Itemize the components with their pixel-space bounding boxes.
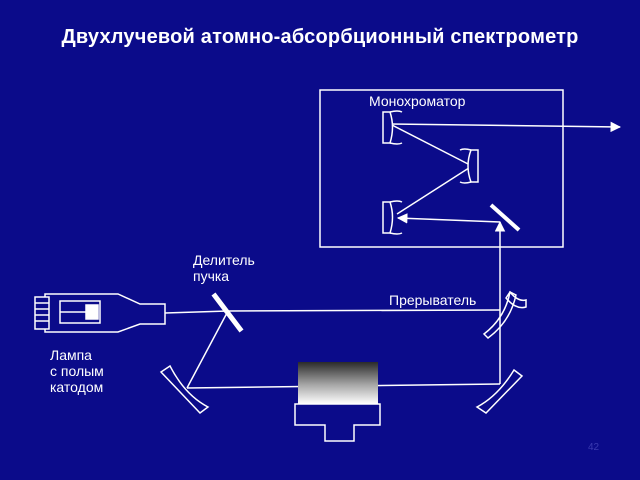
- mono-flat-mirror: [489, 203, 521, 232]
- beam-splitter-label-line2: пучка: [193, 268, 230, 284]
- mono-mirror-bottom: [382, 200, 403, 235]
- lamp-label-line3: катодом: [50, 379, 104, 395]
- mono-mirror-right: [459, 148, 479, 184]
- monochromator-label: Монохроматор: [369, 93, 466, 109]
- slide-title: Двухлучевой атомно-абсорбционный спектро…: [61, 26, 579, 48]
- lamp-label-line1: Лампа: [50, 347, 92, 363]
- mirror-right: [475, 368, 524, 414]
- beam-splitter-label: Делитель пучка: [193, 252, 255, 284]
- mirror-left: [159, 364, 210, 415]
- atomizer-cell: [294, 362, 381, 442]
- beam-paths: [164, 121, 622, 389]
- chopper-label: Прерыватель: [389, 292, 477, 308]
- lamp-label: Лампа с полым катодом: [50, 347, 104, 395]
- beam-splitter: [211, 292, 244, 333]
- monochromator-box: [319, 89, 564, 248]
- beam-splitter-label-line1: Делитель: [193, 252, 255, 268]
- page-number: 42: [588, 442, 600, 453]
- lamp-label-line2: с полым: [50, 363, 104, 379]
- hollow-cathode-lamp: [34, 293, 166, 333]
- mono-mirror-top: [382, 110, 403, 145]
- chopper: [482, 290, 527, 339]
